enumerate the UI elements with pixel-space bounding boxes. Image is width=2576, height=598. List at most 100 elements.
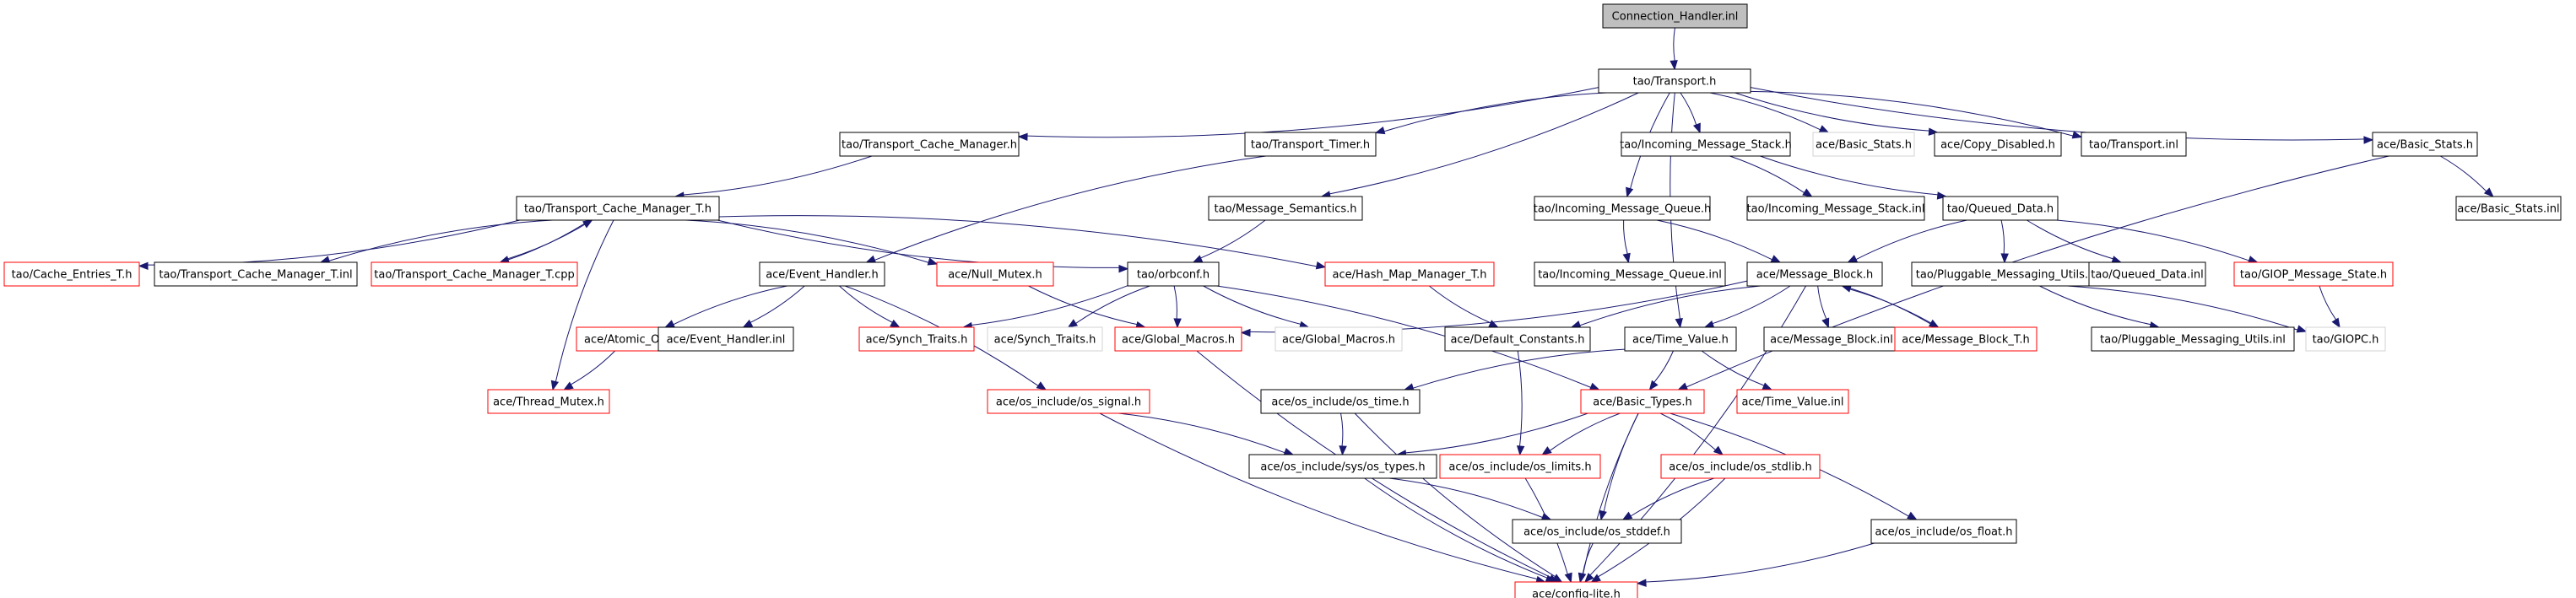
edge-event_handler_h-to-atomic_op_h: [664, 285, 787, 328]
edge-os_signal_h-to-config_lite_h: [1099, 412, 1546, 585]
node-queued_data_inl[interactable]: tao/Queued_Data.inl: [2088, 261, 2206, 287]
node-basic_stats_light[interactable]: ace/Basic_Stats.h: [1812, 132, 1915, 157]
edge-line: [2439, 155, 2487, 192]
node-box: [839, 132, 1020, 157]
edge-message_block_h-to-message_block_t: [1842, 285, 1940, 328]
node-synch_traits_red[interactable]: ace/Synch_Traits.h: [858, 326, 975, 352]
edge-arrowhead: [1802, 188, 1813, 197]
node-transport_h[interactable]: tao/Transport.h: [1598, 68, 1751, 94]
node-basic_types_h[interactable]: ace/Basic_Types.h: [1580, 389, 1705, 414]
node-imq_h[interactable]: tao/Incoming_Message_Queue.h: [1534, 196, 1711, 221]
node-event_handler_h[interactable]: ace/Event_Handler.h: [759, 261, 885, 287]
node-tcmt_cpp[interactable]: tao/Transport_Cache_Manager_T.cpp: [371, 261, 578, 287]
edge-line: [1750, 90, 2074, 137]
edge-event_handler_h-to-synch_traits_red: [839, 285, 901, 328]
node-os_limits_h[interactable]: ace/os_include/os_limits.h: [1439, 454, 1601, 479]
edge-tcmt_h-to-tcmt_cpp: [499, 219, 593, 264]
node-transport_inl[interactable]: tao/Transport.inl: [2081, 132, 2187, 157]
node-os_stdlib_h[interactable]: ace/os_include/os_stdlib.h: [1660, 454, 1821, 479]
node-global_macros_light[interactable]: ace/Global_Macros.h: [1274, 326, 1403, 352]
node-os_stddef_h[interactable]: ace/os_include/os_stddef.h: [1512, 519, 1682, 544]
edge-arrowhead: [1578, 572, 1587, 584]
node-label: ace/Copy_Disabled.h: [1940, 139, 2055, 152]
edge-line: [1216, 285, 1591, 388]
node-msg_sem_h[interactable]: tao/Message_Semantics.h: [1208, 196, 1363, 221]
node-sys_types_h[interactable]: ace/os_include/sys/os_types.h: [1248, 454, 1437, 479]
node-label: ace/Synch_Traits.h: [994, 334, 1096, 347]
node-queued_data_h[interactable]: tao/Queued_Data.h: [1942, 196, 2059, 221]
node-orbconf_h[interactable]: tao/orbconf.h: [1127, 261, 1220, 287]
node-basic_stats_h[interactable]: ace/Basic_Stats.h: [2372, 132, 2478, 157]
edge-transport_h-to-basic_stats_h: [1750, 87, 2374, 144]
node-time_value_inl[interactable]: ace/Time_Value.inl: [1736, 389, 1849, 414]
node-box: [1934, 132, 2062, 157]
node-label: tao/Transport_Cache_Manager_T.h: [524, 203, 712, 216]
node-basic_stats_inl[interactable]: ace/Basic_Stats.inl: [2455, 196, 2562, 221]
node-tcmt_inl[interactable]: tao/Transport_Cache_Manager_T.inl: [154, 261, 358, 287]
node-message_block_inl[interactable]: ace/Message_Block.inl: [1763, 326, 1900, 352]
node-label: ace/os_include/os_stddef.h: [1523, 526, 1670, 539]
node-message_block_t[interactable]: ace/Message_Block_T.h: [1894, 326, 2038, 352]
node-null_mutex_h[interactable]: ace/Null_Mutex.h: [936, 261, 1054, 287]
edge-line: [1203, 285, 1302, 325]
edge-message_block_h-to-message_block_inl: [1817, 285, 1830, 329]
node-event_handler_inl[interactable]: ace/Event_Handler.inl: [658, 326, 794, 352]
edge-arrowhead: [2247, 256, 2259, 264]
edge-time_value_h-to-time_value_inl: [1701, 350, 1773, 391]
edge-line: [1712, 285, 1791, 325]
node-time_value_h[interactable]: ace/Time_Value.h: [1624, 326, 1737, 352]
edge-line: [874, 155, 1266, 261]
node-giop_msg_state[interactable]: tao/GIOP_Message_State.h: [2233, 261, 2394, 287]
node-config_lite_h[interactable]: ace/config-lite.h: [1514, 581, 1638, 598]
edge-line: [1583, 412, 1639, 574]
edge-line: [571, 350, 616, 385]
node-ttimer_h[interactable]: tao/Transport_Timer.h: [1244, 132, 1377, 157]
node-giopc_h[interactable]: tao/GIOPC.h: [2305, 326, 2386, 352]
node-box: [1274, 326, 1403, 352]
edge-line: [2039, 285, 2151, 326]
edge-line: [1760, 155, 1938, 196]
node-box: [858, 326, 975, 352]
node-pmu_inl[interactable]: tao/Pluggable_Messaging_Utils.inl: [2091, 326, 2295, 352]
edge-os_time_h-to-config_lite_h: [1354, 412, 1563, 583]
edge-line: [1329, 92, 1639, 195]
edge-line: [1412, 348, 1626, 389]
node-thread_mutex_h[interactable]: ace/Thread_Mutex.h: [487, 389, 610, 414]
edge-arrowhead: [1374, 127, 1386, 135]
node-box: [1114, 326, 1242, 352]
node-tcm_h[interactable]: tao/Transport_Cache_Manager.h: [839, 132, 1020, 157]
edge-line: [1364, 477, 1548, 579]
edge-arrowhead: [1928, 127, 1939, 136]
nodes-layer: Connection_Handler.inltao/Transport.htao…: [3, 3, 2562, 598]
edge-line: [1028, 285, 1138, 326]
node-tcmt_h[interactable]: tao/Transport_Cache_Manager_T.h: [516, 196, 720, 221]
edge-pmu_h-to-giopc_h: [2067, 285, 2308, 333]
node-copy_disabled_h[interactable]: ace/Copy_Disabled.h: [1934, 132, 2062, 157]
node-imq_inl[interactable]: tao/Incoming_Message_Queue.inl: [1534, 261, 1726, 287]
node-label: ace/Atomic_Op.h: [584, 334, 677, 347]
node-os_time_h[interactable]: ace/os_include/os_time.h: [1260, 389, 1421, 414]
node-message_block_h[interactable]: ace/Message_Block.h: [1746, 261, 1883, 287]
node-global_macros_red[interactable]: ace/Global_Macros.h: [1114, 326, 1242, 352]
edge-line: [2000, 219, 2005, 255]
node-box: [1621, 132, 1791, 157]
node-cache_entries[interactable]: tao/Cache_Entries_T.h: [3, 261, 140, 287]
node-os_float_h[interactable]: ace/os_include/os_float.h: [1870, 519, 2017, 544]
edge-arrowhead: [1590, 574, 1601, 583]
node-synch_traits_light[interactable]: ace/Synch_Traits.h: [987, 326, 1103, 352]
node-ims_inl[interactable]: tao/Incoming_Message_Stack.inl: [1746, 196, 1925, 221]
node-hash_map_mgr[interactable]: ace/Hash_Map_Manager_T.h: [1324, 261, 1495, 287]
node-label: tao/Cache_Entries_T.h: [12, 269, 133, 282]
node-os_signal_h[interactable]: ace/os_include/os_signal.h: [987, 389, 1150, 414]
node-box: [1244, 132, 1377, 157]
node-default_constants[interactable]: ace/Default_Constants.h: [1444, 326, 1591, 352]
edge-arrowhead: [550, 380, 560, 391]
edge-basic_stats_h-to-basic_stats_inl: [2439, 155, 2494, 197]
node-pmu_h[interactable]: tao/Pluggable_Messaging_Utils.h: [1911, 261, 2100, 287]
node-label: ace/Time_Value.inl: [1741, 396, 1843, 409]
edge-orbconf_h-to-synch_traits_light: [1067, 285, 1150, 328]
edge-arrowhead: [2363, 136, 2374, 144]
edge-line: [1623, 219, 1628, 255]
edge-line: [1249, 280, 1748, 333]
node-ims_h[interactable]: tao/Incoming_Message_Stack.h: [1620, 132, 1792, 157]
